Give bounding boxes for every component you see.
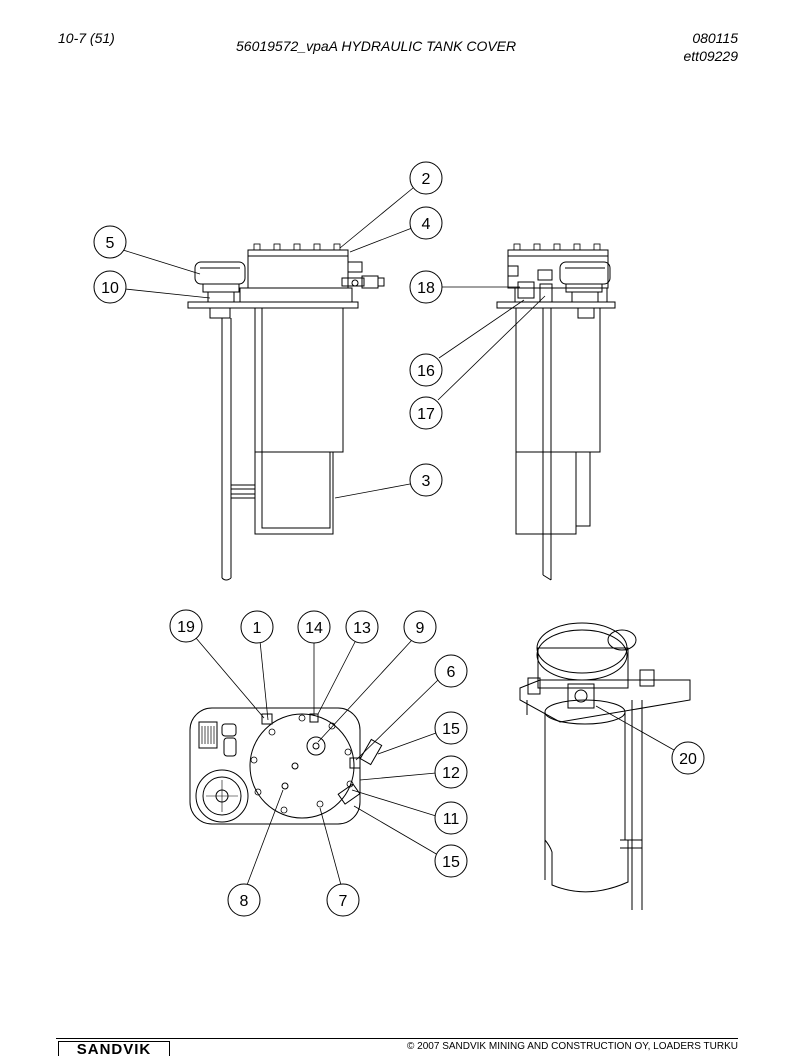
callout-9	[403, 610, 437, 644]
callout-2-number: 2	[422, 171, 431, 188]
callout-13-number: 13	[353, 620, 371, 637]
callout-14-number: 14	[305, 620, 323, 637]
callout-14	[297, 610, 331, 644]
callout-numbers: 2 4 5 10 18 16 17 3 19 1 14 13 9 6 15 12…	[101, 171, 697, 910]
callout-16	[409, 353, 443, 387]
callout-18-number: 18	[417, 280, 435, 297]
callout-11-number: 11	[443, 811, 460, 828]
callout-16-number: 16	[417, 363, 435, 380]
copyright-notice: © 2007 SANDVIK MINING AND CONSTRUCTION O…	[407, 1041, 738, 1052]
callout-15b-number: 15	[442, 854, 460, 871]
callout-13	[345, 610, 379, 644]
callout-8	[227, 883, 261, 917]
document-title: 56019572_vpaA HYDRAULIC TANK COVER	[236, 38, 517, 54]
callout-10-number: 10	[101, 280, 119, 297]
callout-20	[671, 741, 705, 775]
callout-6	[434, 654, 468, 688]
callout-3-number: 3	[422, 473, 431, 490]
callout-15a-number: 15	[442, 721, 460, 738]
callout-2	[409, 161, 443, 195]
callout-20-number: 20	[679, 751, 697, 768]
leader-lines	[122, 187, 675, 886]
callout-10	[93, 270, 127, 304]
callout-12	[434, 755, 468, 789]
callout-19-number: 19	[177, 619, 195, 636]
callout-9-number: 9	[416, 620, 425, 637]
callout-17-number: 17	[417, 406, 435, 423]
callout-5	[93, 225, 127, 259]
callout-7	[326, 883, 360, 917]
callout-bubbles	[93, 161, 705, 917]
sandvik-logo: SANDVIK	[58, 1041, 170, 1056]
callout-19	[169, 609, 203, 643]
iso-view	[519, 622, 691, 910]
callout-4	[409, 206, 443, 240]
callout-3	[409, 463, 443, 497]
footer-divider	[56, 1038, 738, 1039]
callout-15a	[434, 711, 468, 745]
document-date: 080115	[692, 30, 738, 46]
callout-1-number: 1	[253, 620, 262, 637]
callout-1	[240, 610, 274, 644]
callout-11	[434, 801, 468, 835]
callout-6-number: 6	[447, 664, 456, 681]
callout-12-number: 12	[442, 765, 460, 782]
callout-5-number: 5	[106, 235, 115, 252]
document-code: ett09229	[683, 48, 739, 64]
callout-18	[409, 270, 443, 304]
page-reference: 10-7 (51)	[58, 30, 115, 46]
callout-8-number: 8	[240, 893, 249, 910]
callout-15b	[434, 844, 468, 878]
top-view	[189, 707, 383, 825]
side-view-left	[187, 243, 385, 581]
callout-4-number: 4	[422, 216, 431, 233]
callout-17	[409, 396, 443, 430]
callout-7-number: 7	[339, 893, 348, 910]
side-view-right	[496, 243, 616, 581]
